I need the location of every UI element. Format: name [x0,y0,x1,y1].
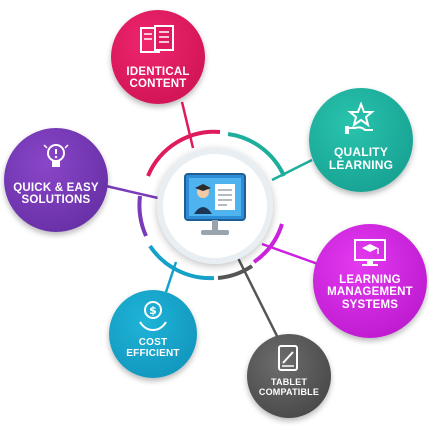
node-label: QUICK & EASY SOLUTIONS [4,182,108,207]
label-line: LEARNING [339,274,401,286]
label-line: QUICK & EASY [13,182,99,194]
node-quick-easy-solutions: QUICK & EASY SOLUTIONS [4,128,108,232]
elearning-monitor-icon [184,173,246,235]
connector-quick [105,184,159,200]
money-hand-icon: $ [139,301,167,332]
label-line: SOLUTIONS [21,194,91,207]
connector-identical [180,101,195,149]
node-quality-learning: QUALITY LEARNING [309,88,413,192]
arc-lms [252,223,284,264]
label-line: QUALITY [333,145,389,159]
arc-tablet [217,264,254,280]
node-tablet-compatible: TABLET COMPATIBLE [247,334,331,418]
arc-identical [146,129,221,177]
label-line: MANAGEMENT [327,286,413,299]
label-line: COST [138,337,168,348]
arc-quality [227,132,286,177]
monitor-graduation-icon [354,239,386,266]
arc-cost [148,244,215,281]
label-line: CONTENT [129,78,187,91]
node-label: QUALITY LEARNING [309,146,413,172]
node-label: TABLET COMPATIBLE [247,377,331,397]
node-label: LEARNING MANAGEMENT SYSTEMS [313,274,427,311]
node-learning-management-systems: LEARNING MANAGEMENT SYSTEMS [313,224,427,338]
node-cost-efficient: $ COST EFFICIENT [109,290,197,378]
arc-quick [137,195,148,237]
node-label: COST EFFICIENT [109,337,197,360]
label-line: COMPATIBLE [258,386,320,397]
lightbulb-icon [43,144,69,167]
tablet-pen-icon [278,345,298,371]
connector-quality [271,158,313,182]
label-line: IDENTICAL [126,66,190,78]
label-line: TABLET [270,377,308,387]
svg-text:$: $ [149,304,157,317]
label-line: SYSTEMS [341,298,399,311]
star-hand-icon [345,102,375,134]
node-identical-content: IDENTICAL CONTENT [111,10,205,104]
node-label: IDENTICAL CONTENT [111,66,205,91]
label-line: LEARNING [328,157,394,172]
label-line: EFFICIENT [126,347,180,359]
documents-icon [140,25,174,53]
hub-circle [157,148,273,264]
